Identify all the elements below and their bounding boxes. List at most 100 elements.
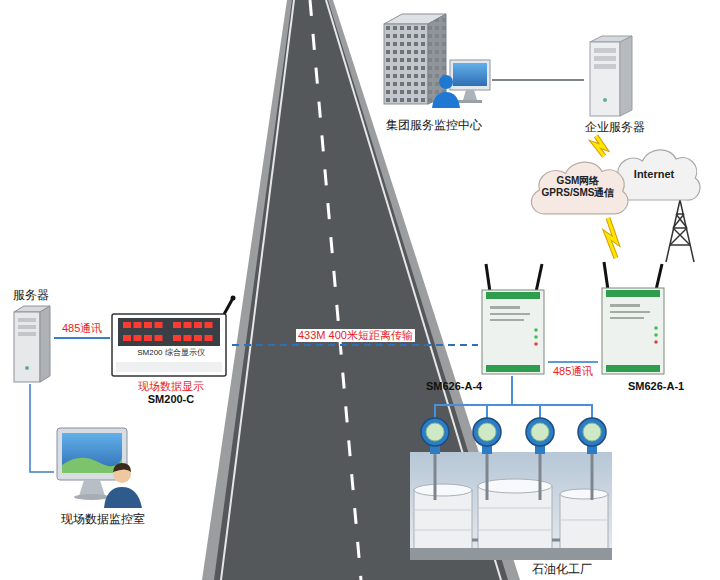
monitor-person-part	[463, 90, 477, 100]
server-tower-part	[594, 48, 616, 53]
road	[202, 0, 520, 580]
gprs-device-part	[536, 264, 542, 292]
gprs-device-node: SM626-A-4	[478, 262, 548, 376]
connector-line	[30, 384, 54, 472]
model-label: SM200-C	[110, 393, 232, 406]
oil-plant-part	[583, 423, 601, 441]
display-device-part	[116, 362, 222, 372]
gprs-device-part	[490, 319, 524, 321]
node-label: 现场数据监控室	[54, 512, 152, 526]
oil-plant-part	[434, 405, 436, 418]
node-label: 服务器	[8, 288, 54, 302]
display-device-node: SM200 综合显示仪现场数据显示SM200-C	[110, 312, 232, 406]
caption-label: 现场数据显示	[110, 380, 232, 393]
connector-line	[511, 376, 513, 400]
model-label: SM626-A-4	[426, 380, 548, 393]
oil-plant-part	[531, 423, 549, 441]
road-part	[310, 0, 361, 580]
connector-line	[548, 361, 598, 363]
radio-tower-part	[680, 200, 694, 262]
office-building-part	[384, 24, 428, 104]
connector-line	[232, 344, 478, 346]
server-tower-part	[594, 64, 616, 69]
oil-plant-part	[478, 508, 552, 509]
display-device-part	[118, 318, 220, 346]
oil-plant-part	[539, 405, 541, 418]
oil-plant-part	[486, 405, 488, 418]
oil-plant-part	[539, 446, 542, 500]
gprs-device-part	[610, 317, 644, 319]
server-node: 服务器	[8, 288, 54, 384]
server-tower-part	[18, 318, 36, 322]
oil-plant-part	[410, 452, 612, 560]
display-device-part	[112, 314, 226, 376]
radio-tower-part	[673, 228, 690, 245]
radio-tower	[666, 200, 694, 262]
server-node: 企业服务器	[584, 32, 646, 136]
monitor-person-part	[450, 60, 490, 90]
gprs-device-part	[656, 264, 662, 290]
gprs-device-part	[604, 262, 608, 290]
cloud-label: GSM网络 GPRS/SMS通信	[538, 175, 618, 199]
gprs-device-part	[606, 365, 660, 372]
oil-plant-part	[414, 510, 472, 511]
gprs-device-part	[490, 306, 520, 309]
edge-label-box: 485通讯	[60, 322, 104, 335]
rs485-line	[54, 338, 110, 339]
monitor-operator	[57, 428, 142, 508]
radio-tower-part	[673, 214, 684, 228]
monitor-center-node: 集团服务监控中心	[376, 10, 492, 134]
monitor-person	[432, 60, 490, 108]
oil-plant-part	[434, 446, 437, 500]
monitor-operator-part	[79, 480, 105, 496]
display-device-part	[123, 322, 165, 328]
edge-label: 485通讯	[62, 322, 102, 335]
oil-plant-part	[478, 530, 552, 531]
edge-label-box: 433M 400米短距离传输	[296, 329, 415, 342]
office-building	[384, 14, 446, 104]
radio-tower-part	[673, 227, 687, 229]
connector-line	[54, 337, 110, 339]
edge-label: 433M 400米短距离传输	[298, 329, 413, 342]
bolt-outline	[595, 136, 604, 156]
radio-tower-part	[670, 244, 690, 246]
gprs-device-part	[654, 326, 658, 330]
display-device-part	[173, 335, 215, 341]
oil-plant-part	[591, 446, 594, 500]
office-building-part	[428, 14, 446, 104]
radio-link	[232, 345, 478, 346]
display-device-part	[123, 335, 165, 341]
device-panel-text: SM200 综合显示仪	[110, 348, 232, 358]
oil-plant-part	[560, 494, 608, 552]
plant-node: 石油化工厂	[408, 400, 616, 578]
road-part	[202, 0, 520, 580]
oil-plant	[410, 399, 612, 560]
radio-tower-part	[666, 200, 680, 262]
edge-label-box: 485通讯	[551, 365, 595, 378]
gprs-device-part	[610, 304, 640, 307]
gprs-device-part	[610, 311, 650, 313]
oil-plant-part	[472, 539, 478, 542]
gprs-device-part	[606, 290, 660, 297]
display-device-part	[173, 322, 215, 328]
node-label: 企业服务器	[584, 120, 646, 134]
server-tower-part	[620, 36, 632, 116]
monitor-operator-part	[62, 433, 122, 473]
oil-plant-part	[560, 489, 608, 499]
server-tower-part	[14, 312, 40, 382]
oil-plant-part	[535, 446, 545, 454]
gprs-device-part	[490, 313, 530, 315]
office-building-part	[384, 24, 428, 104]
server-tower-part	[603, 98, 607, 102]
monitor-room-node: 现场数据监控室	[54, 425, 152, 526]
monitor-person-part	[458, 100, 482, 103]
oil-plant-part	[434, 404, 593, 406]
gprs-device-part	[534, 328, 538, 332]
road-part	[221, 0, 294, 580]
server-tower-part	[18, 332, 36, 336]
oil-plant-part	[478, 423, 496, 441]
monitor-person-part	[439, 75, 453, 89]
oil-plant-part	[526, 418, 554, 446]
